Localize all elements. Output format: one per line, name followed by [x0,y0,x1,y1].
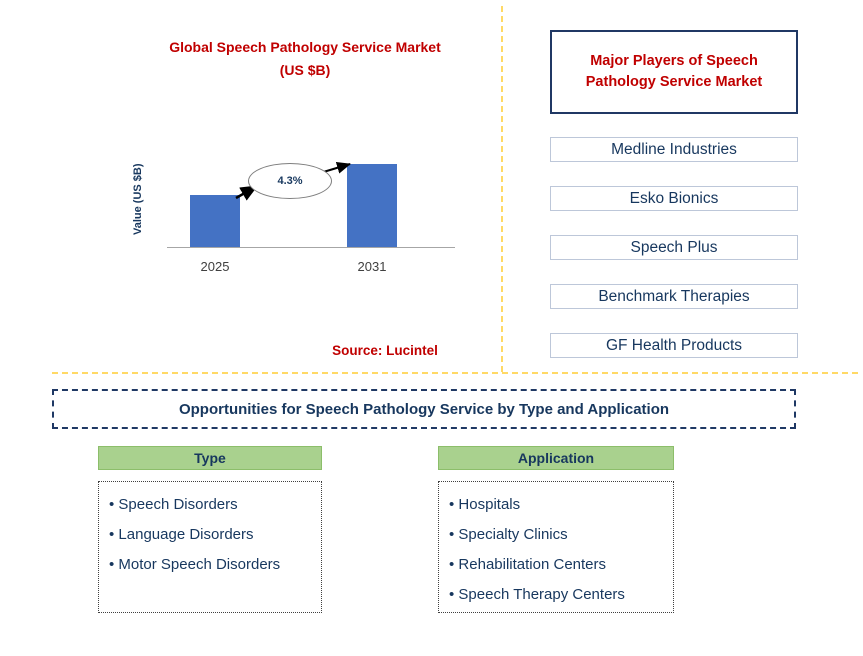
bar-2025 [190,195,240,248]
type-header: Type [98,446,322,470]
vertical-divider [501,6,503,372]
list-item: Benchmark Therapies [550,284,798,309]
cagr-annotation: 4.3% [248,163,332,199]
opportunities-banner: Opportunities for Speech Pathology Servi… [52,389,796,429]
major-players-list: Medline Industries Esko Bionics Speech P… [550,137,798,358]
type-list: Speech Disorders Language Disorders Moto… [98,481,322,613]
chart-title-line1: Global Speech Pathology Service Market [169,39,441,55]
list-item: Speech Therapy Centers [449,580,673,610]
list-item: Rehabilitation Centers [449,550,673,580]
x-axis-line [167,247,455,248]
list-item: Hospitals [449,490,673,520]
list-item: Language Disorders [109,520,321,550]
list-item: Speech Plus [550,235,798,260]
list-item: Medline Industries [550,137,798,162]
bar-chart-plot [0,0,500,248]
source-note: Source: Lucintel [332,343,438,358]
list-item: Motor Speech Disorders [109,550,321,580]
chart-title: Global Speech Pathology Service Market (… [105,36,505,82]
x-tick-2031: 2031 [357,259,387,274]
application-header: Application [438,446,674,470]
x-tick-2025: 2025 [200,259,230,274]
bar-2031 [347,164,397,248]
list-item: Esko Bionics [550,186,798,211]
horizontal-divider [52,372,858,374]
list-item: Specialty Clinics [449,520,673,550]
application-list: Hospitals Specialty Clinics Rehabilitati… [438,481,674,613]
major-players-title: Major Players of Speech Pathology Servic… [550,30,798,114]
list-item: GF Health Products [550,333,798,358]
chart-title-line2: (US $B) [279,62,331,78]
list-item: Speech Disorders [109,490,321,520]
